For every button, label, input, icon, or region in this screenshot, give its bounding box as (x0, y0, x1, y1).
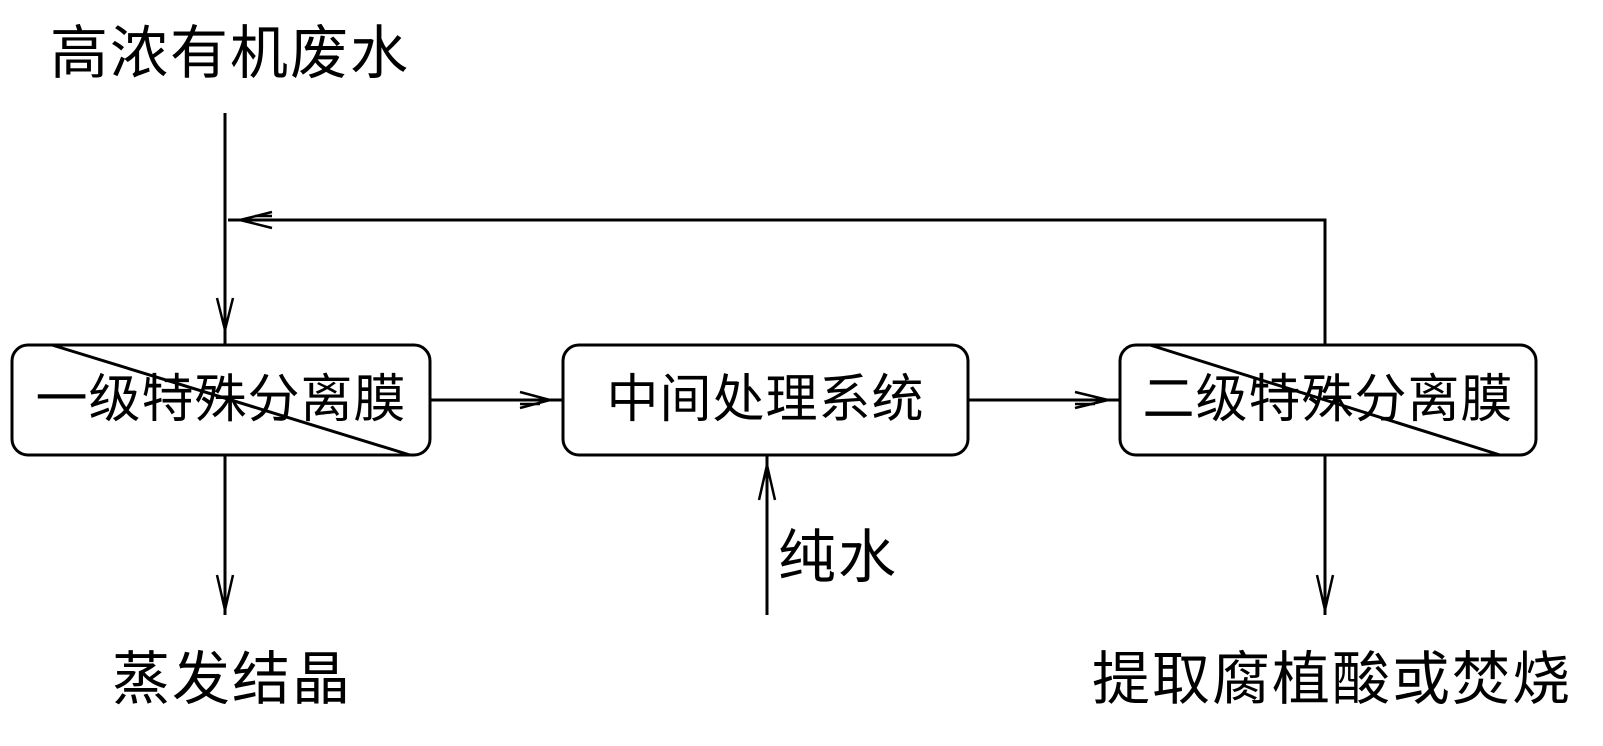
arrow-input-down (215, 297, 235, 331)
arrow-2-3 (1074, 390, 1109, 410)
second-membrane-diagonal (1149, 343, 1501, 457)
output-right-label: 提取腐植酸或焚烧 (1092, 645, 1573, 713)
intermediate-label: 中间处理系统 (606, 370, 925, 430)
arrow-evaporation-down (215, 574, 235, 611)
arrow-output-right-down (1315, 574, 1335, 611)
pure-water-label: 纯水 (778, 523, 899, 591)
evaporation-label: 蒸发结晶 (112, 645, 353, 713)
first-membrane-label: 一级特殊分离膜 (35, 370, 407, 430)
arrow-pure-water-up (757, 464, 777, 501)
second-membrane-label: 二级特殊分离膜 (1142, 370, 1514, 430)
first-membrane-diagonal (51, 343, 411, 457)
input-label: 高浓有机废水 (50, 19, 411, 87)
arrow-1-2 (519, 390, 555, 410)
recycle-line (228, 218, 1327, 345)
arrow-recycle-left (239, 210, 273, 230)
